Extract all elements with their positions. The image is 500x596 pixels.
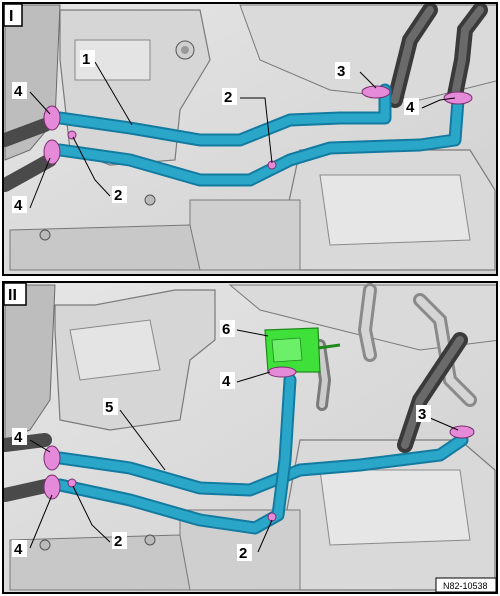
callout-2-left: 2 [114,187,122,204]
callout-4-upper-left: 4 [14,83,23,100]
panel-i-hose-clips [43,85,473,170]
panel-i-engine-parts [3,3,497,271]
panel-i-frame [2,2,498,276]
callout-3: 3 [337,63,345,80]
panel-ii-label: II [8,287,17,304]
panel-ii-leader-lines [29,329,459,553]
panel-ii-frame [2,281,498,594]
panel-ii-callouts: 6 4 5 4 4 2 2 3 [12,320,431,562]
reference-code: N82-10538 [443,581,488,591]
panel-ii-hose-clips [43,366,475,522]
highlighted-part-6 [264,327,341,373]
panel-i-leader-lines [29,61,456,209]
callout-6: 6 [222,321,230,338]
panel-i-coolant-hoses [53,83,465,187]
callout-2-bottom-ii: 2 [239,545,247,562]
panel-ii-engine-parts [3,283,497,591]
callout-2-top: 2 [224,89,232,106]
callout-4-right: 4 [406,99,415,116]
callout-2-left-ii: 2 [114,533,122,550]
callout-4-upper-left-ii: 4 [14,429,23,446]
callout-3-ii: 3 [418,406,426,423]
callout-4-lower-left-ii: 4 [14,541,23,558]
panel-i: 1 2 2 3 4 4 4 I [2,2,498,276]
panel-ii-coolant-hoses [53,373,469,535]
callout-4-lower-left: 4 [14,197,23,214]
callout-4-part6: 4 [222,373,231,390]
callout-1: 1 [82,51,90,68]
panel-i-label: I [9,8,13,25]
panel-i-callouts: 1 2 2 3 4 4 4 [12,50,419,214]
panel-ii: 6 4 5 4 4 2 2 3 II N82-10538 [2,281,498,594]
callout-5: 5 [105,399,113,416]
